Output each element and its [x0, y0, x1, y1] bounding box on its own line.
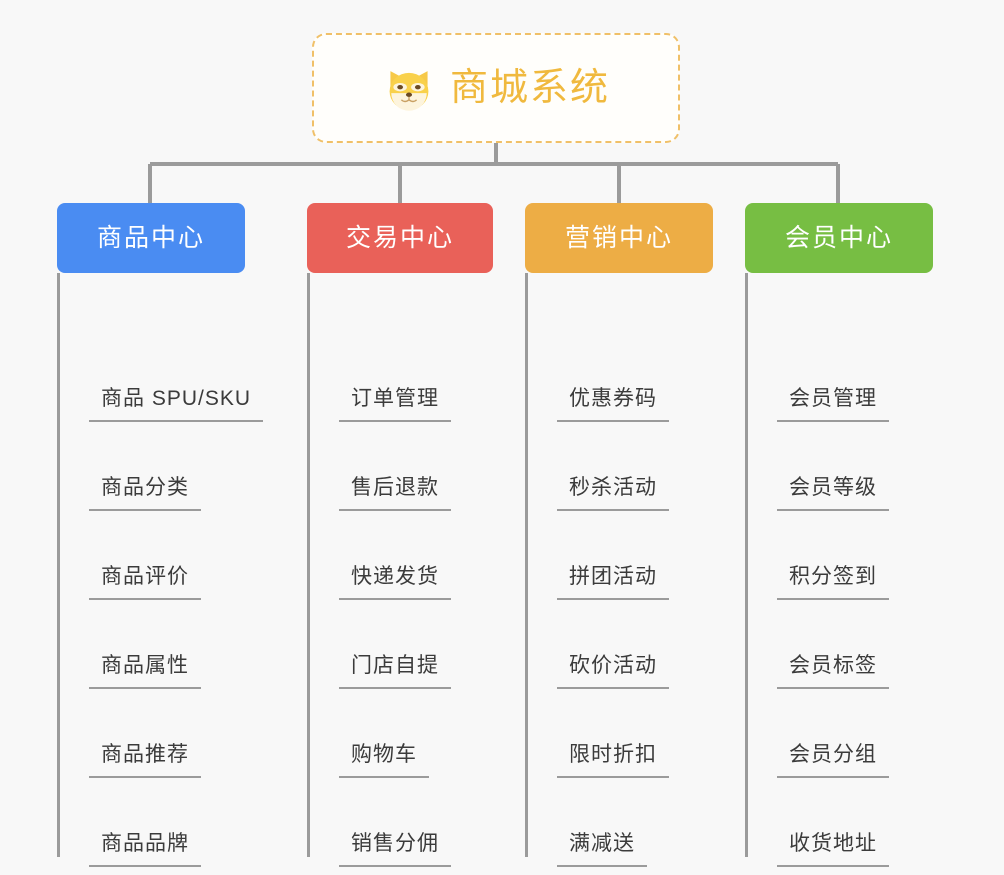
leaf-item-label: 优惠券码 [557, 388, 669, 422]
branch-body-3: 会员管理会员等级积分签到会员标签会员分组收货地址 [745, 273, 933, 875]
branch-trunk-2 [525, 273, 528, 857]
branch-body-1: 订单管理售后退款快递发货门店自提购物车销售分佣 [307, 273, 493, 875]
branch-body-0: 商品 SPU/SKU 商品分类商品评价商品属性商品推荐商品品牌 [57, 273, 264, 875]
branch-trunk-0 [57, 273, 60, 857]
leaf-item-label: 收货地址 [777, 833, 889, 867]
mindmap-canvas: 商城系统 商品中心 商品 SPU/SKU 商品分类商品评价商品属性商品推荐商品品牌… [57, 33, 933, 867]
leaf-item-label: 商品 SPU/SKU [89, 388, 264, 422]
branch-header-0[interactable]: 商品中心 [57, 203, 245, 273]
leaf-item-label: 会员标签 [777, 655, 889, 689]
leaf-item-label: 售后退款 [339, 477, 451, 511]
leaf-item-label: 会员等级 [777, 477, 889, 511]
branch-trunk-3 [745, 273, 748, 857]
branch-header-1[interactable]: 交易中心 [307, 203, 493, 273]
shiba-dog-face-icon [382, 61, 436, 115]
branch-body-2: 优惠券码秒杀活动拼团活动砍价活动限时折扣满减送 [525, 273, 713, 875]
leaf-item-label: 限时折扣 [557, 744, 669, 778]
leaf-item-label: 快递发货 [339, 566, 451, 600]
leaf-item-label: 积分签到 [777, 566, 889, 600]
leaf-item-label: 会员管理 [777, 388, 889, 422]
leaf-item-label: 购物车 [339, 744, 429, 778]
root-title: 商城系统 [449, 67, 610, 109]
leaf-item-label: 拼团活动 [557, 566, 669, 600]
leaf-item-label: 商品属性 [89, 655, 201, 689]
branch-column-0: 商品中心 商品 SPU/SKU 商品分类商品评价商品属性商品推荐商品品牌 [57, 203, 264, 875]
branch-header-3[interactable]: 会员中心 [745, 203, 933, 273]
root-node[interactable]: 商城系统 [312, 33, 680, 143]
branch-trunk-1 [307, 273, 310, 857]
leaf-item-label: 商品品牌 [89, 833, 201, 867]
leaf-item-label: 门店自提 [339, 655, 451, 689]
branch-header-2[interactable]: 营销中心 [525, 203, 713, 273]
branch-column-3: 会员中心 会员管理会员等级积分签到会员标签会员分组收货地址 [745, 203, 933, 875]
leaf-item-label: 商品推荐 [89, 744, 201, 778]
branch-column-2: 营销中心 优惠券码秒杀活动拼团活动砍价活动限时折扣满减送 [525, 203, 713, 875]
leaf-item-label: 秒杀活动 [557, 477, 669, 511]
leaf-item-label: 商品分类 [89, 477, 201, 511]
leaf-item-label: 销售分佣 [339, 833, 451, 867]
leaf-item-label: 满减送 [557, 833, 647, 867]
leaf-item-label: 会员分组 [777, 744, 889, 778]
branch-column-1: 交易中心 订单管理售后退款快递发货门店自提购物车销售分佣 [307, 203, 493, 875]
leaf-item-label: 订单管理 [339, 388, 451, 422]
leaf-item-label: 砍价活动 [557, 655, 669, 689]
leaf-item-label: 商品评价 [89, 566, 201, 600]
